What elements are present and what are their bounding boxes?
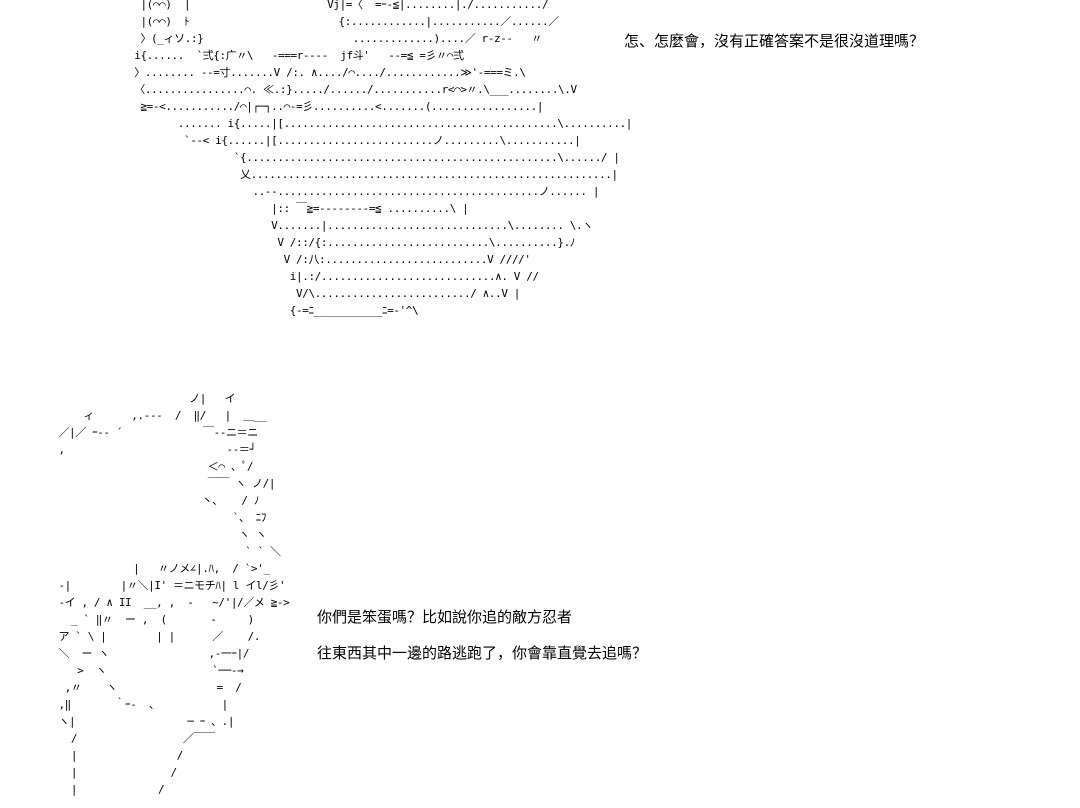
- dialogue-line-1: 怎、怎麼會，沒有正確答案不是很沒道理嗎？: [624, 32, 925, 50]
- dialogue-line-2: 你們是笨蛋嗎？比如說你追的敵方忍者: [317, 608, 573, 626]
- ascii-art-character-top: |(⌒⌒) | Vj|=〈 =ｰ-≦|........|./..........…: [134, 0, 633, 317]
- ascii-art-character-bottom: ノ| イ ィ ,.--- / ‖/ | ＿__ ／|／ ｰ-‐ ´ ￣-‐ニ＝ニ…: [58, 392, 290, 796]
- dialogue-line-3: 往東西其中一邊的路逃跑了，你會靠直覺去追嗎？: [317, 644, 648, 662]
